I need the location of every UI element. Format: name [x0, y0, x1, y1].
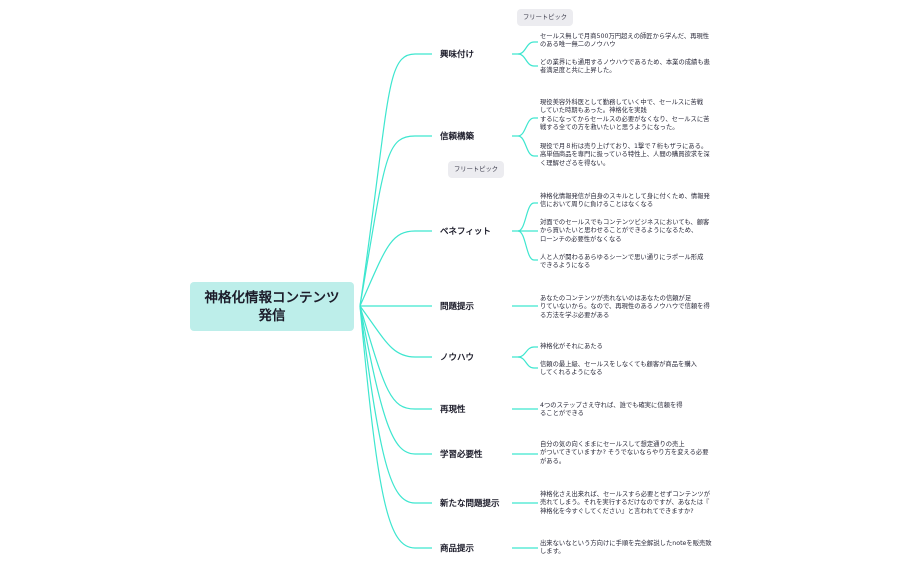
subtopic[interactable]: 神格化がそれにあたる	[540, 343, 603, 350]
subtopic[interactable]: 信頼の最上級、セールスをしなくても顧客が商品を購入 してくれるようになる	[540, 361, 697, 377]
branch-problem[interactable]: 問題提示	[440, 302, 475, 312]
branch-interest[interactable]: 興味付け	[440, 50, 475, 60]
branch-product[interactable]: 商品提示	[440, 544, 475, 554]
subtopic[interactable]: 対面でのセールスでもコンテンツビジネスにおいても、顧客 から買いたいと思わせるこ…	[540, 219, 710, 243]
subtopic[interactable]: 自分の気の向くままにセールスして想定通りの売上 がついてきていますか? そうでな…	[540, 441, 709, 465]
free-topic-tag[interactable]: フリートピック	[448, 161, 505, 178]
subtopic[interactable]: 神格化さえ出来れば、セールスすら必要とせずコンテンツが 売れてしまう。それを実行…	[540, 491, 711, 515]
subtopic[interactable]: 現役で月８桁は売り上げており、1撃で７桁もザラにある。 高単価商品を専門に扱って…	[540, 143, 710, 167]
branch-benefit[interactable]: ベネフィット	[440, 227, 491, 237]
branch-trust-building[interactable]: 信頼構築	[440, 132, 475, 142]
subtopic[interactable]: あなたのコンテンツが売れないのはあなたの信頼が足 りていないから。なので、再現性…	[540, 295, 710, 319]
root-topic[interactable]: 神格化情報コンテンツ 発信	[190, 282, 354, 331]
subtopic[interactable]: セールス無しで月商500万円超えの師匠から学んだ、再現性 のある唯一無二のノウハ…	[540, 33, 710, 49]
branch-reproducibility[interactable]: 再現性	[440, 405, 466, 415]
subtopic[interactable]: 人と人が関わるあらゆるシーンで思い通りにラポール形成 できるようになる	[540, 254, 704, 270]
subtopic[interactable]: 神格化情報発信が自身のスキルとして身に付くため、情報発 信において周りに負けるこ…	[540, 193, 710, 209]
subtopic[interactable]: どの業界にも通用するノウハウであるため、本業の成績も患 者満足度と共に上昇した。	[540, 59, 710, 75]
root-topic-line1: 神格化情報コンテンツ	[204, 289, 340, 306]
subtopic[interactable]: 現役美容外科医として勤務していく中で、セールスに苦戦 していた時期もあった。神格…	[540, 99, 710, 132]
subtopic[interactable]: 出来ないなという方向けに手順を完全解説したnoteを販売致 します。	[540, 540, 712, 556]
subtopic[interactable]: 4つのステップさえ守れば、誰でも確実に信頼を得 ることができる	[540, 402, 683, 418]
root-topic-line2: 発信	[258, 307, 286, 324]
branch-knowhow[interactable]: ノウハウ	[440, 353, 475, 363]
branch-learning-need[interactable]: 学習必要性	[440, 450, 483, 460]
branch-new-problem[interactable]: 新たな問題提示	[440, 499, 500, 509]
free-topic-tag[interactable]: フリートピック	[517, 9, 574, 26]
